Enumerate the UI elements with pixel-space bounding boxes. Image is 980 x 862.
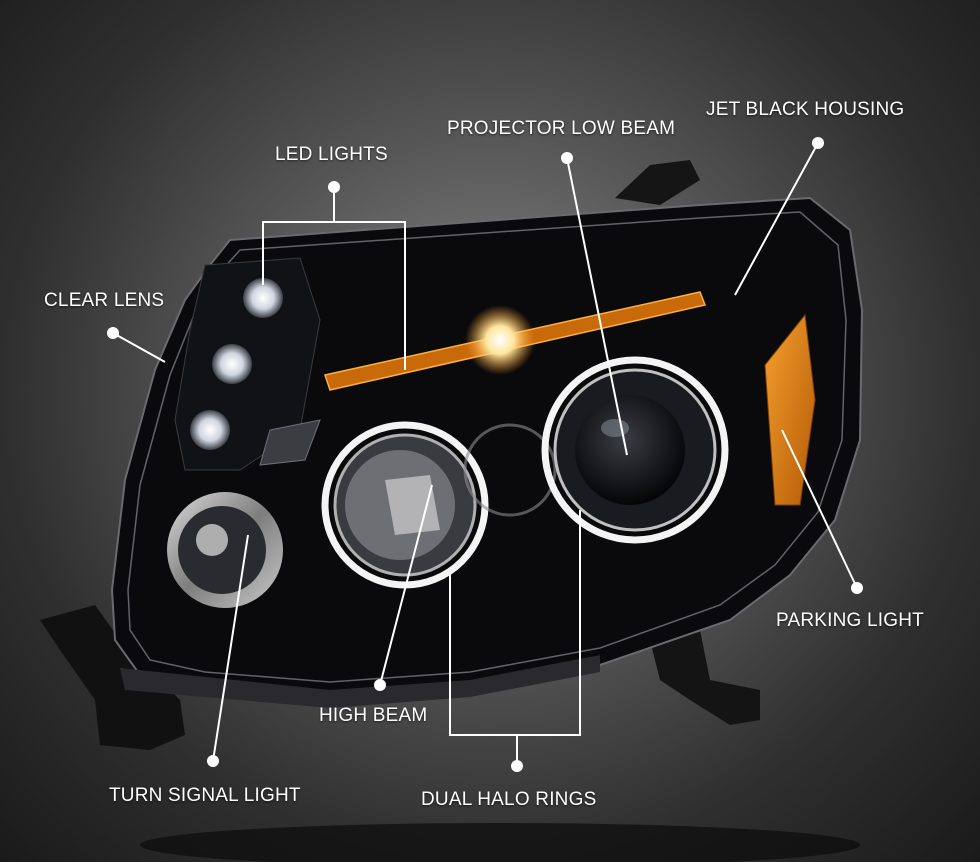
led-light-1 bbox=[243, 278, 283, 318]
projector-highlight bbox=[601, 419, 629, 437]
dot-projector-low-beam bbox=[561, 152, 573, 164]
dot-dual-halo-rings bbox=[511, 760, 523, 772]
label-dual-halo-rings: DUAL HALO RINGS bbox=[421, 789, 597, 810]
left-bracket bbox=[40, 605, 185, 750]
turn-signal-bulb bbox=[196, 524, 228, 556]
clear-lens-edge bbox=[127, 211, 847, 683]
dot-high-beam bbox=[374, 679, 386, 691]
projector-halo-ring bbox=[541, 356, 729, 544]
right-bracket bbox=[650, 630, 760, 725]
label-clear-lens: CLEAR LENS bbox=[44, 290, 165, 311]
parking-light-lens bbox=[764, 313, 816, 506]
high-beam-bulb bbox=[385, 475, 440, 535]
dot-parking-light bbox=[851, 582, 863, 594]
rear-ring bbox=[463, 423, 557, 517]
label-parking-light: PARKING LIGHT bbox=[776, 610, 924, 631]
floor-shadow bbox=[140, 823, 860, 862]
label-high-beam: HIGH BEAM bbox=[319, 705, 428, 726]
callout-projector-low-beam bbox=[566, 157, 628, 456]
callout-jet-black-housing bbox=[734, 142, 819, 296]
inner-amber-accent bbox=[259, 419, 321, 466]
label-led-lights: LED LIGHTS bbox=[275, 144, 388, 165]
dot-clear-lens bbox=[107, 327, 119, 339]
dot-jet-black-housing bbox=[812, 137, 824, 149]
label-turn-signal-light: TURN SIGNAL LIGHT bbox=[109, 785, 301, 806]
label-projector-low-beam: PROJECTOR LOW BEAM bbox=[447, 118, 676, 139]
dot-led-lights bbox=[328, 181, 340, 193]
dot-turn-signal bbox=[207, 755, 219, 767]
strip-glow bbox=[465, 305, 535, 375]
led-light-3 bbox=[190, 410, 230, 450]
label-jet-black-housing: JET BLACK HOUSING bbox=[706, 99, 905, 120]
callout-dual-halo-rings bbox=[449, 510, 581, 736]
projector-lens bbox=[575, 395, 685, 505]
led-light-2 bbox=[212, 344, 252, 384]
callout-dots bbox=[107, 137, 863, 772]
callout-lines bbox=[112, 142, 858, 766]
top-bracket bbox=[615, 160, 700, 205]
callout-high-beam bbox=[379, 484, 433, 686]
callout-turn-signal bbox=[212, 534, 249, 762]
callout-clear-lens bbox=[112, 332, 166, 363]
callout-parking-light bbox=[781, 429, 858, 589]
lower-trim bbox=[120, 655, 600, 708]
